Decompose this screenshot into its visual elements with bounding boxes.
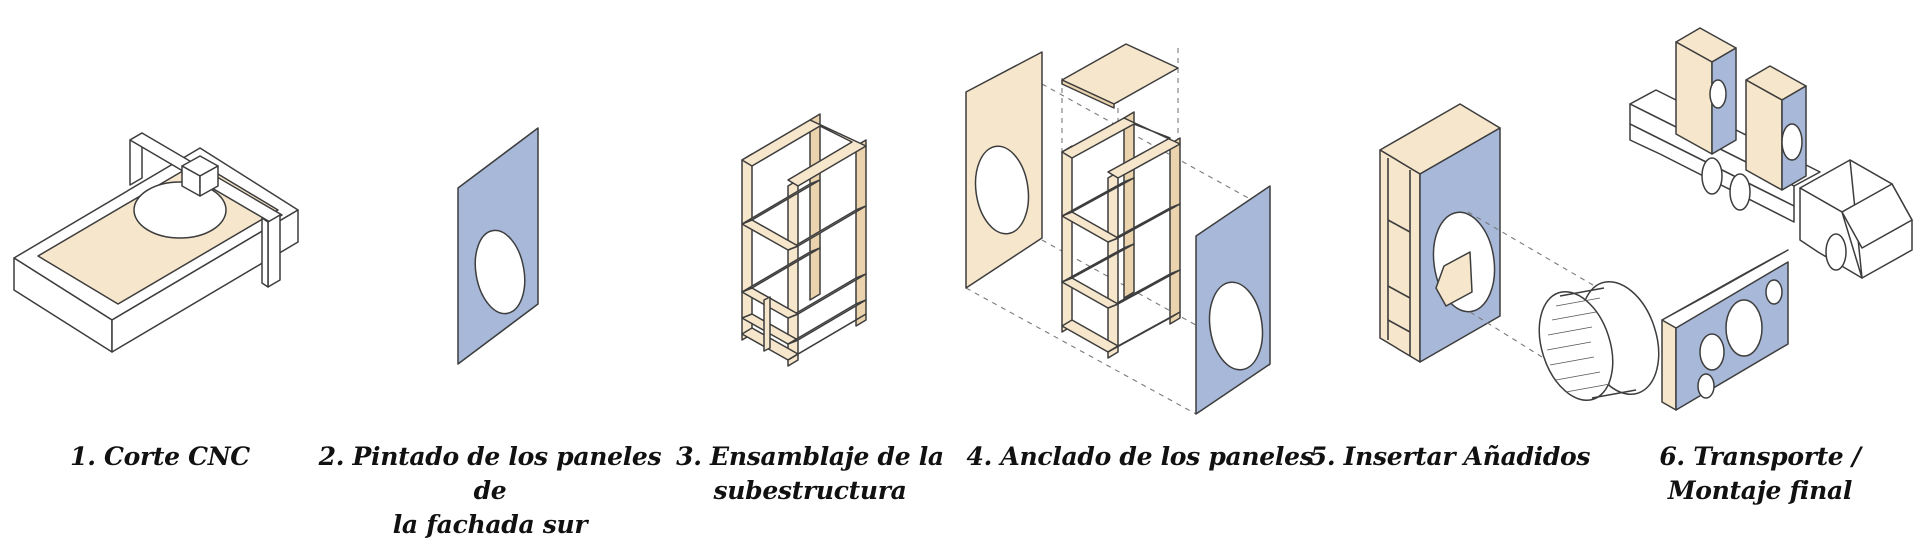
step-4-caption: 4. Anclado de los paneles bbox=[950, 440, 1330, 474]
step-1-caption-line: 1. Corte CNC bbox=[70, 442, 250, 471]
step-5-caption-line: 5. Insertar Añadidos bbox=[1309, 442, 1591, 471]
step-5-caption: 5. Insertar Añadidos bbox=[1300, 440, 1600, 474]
step-2-caption-line: la fachada sur bbox=[392, 510, 588, 539]
assembled-wall-illustration bbox=[1661, 249, 1789, 411]
step-1-caption: 1. Corte CNC bbox=[40, 440, 280, 474]
truck-wheel bbox=[1701, 157, 1723, 195]
truck-wheel bbox=[1825, 233, 1847, 271]
step-4-caption-line: 4. Anclado de los paneles bbox=[966, 442, 1314, 471]
insert-additions-illustration bbox=[1379, 103, 1660, 402]
cylindrical-insert bbox=[1538, 280, 1660, 402]
step-3-caption-line: 3. Ensamblaje de la bbox=[676, 442, 944, 471]
blue-facade-panel-illustration bbox=[457, 127, 539, 365]
timber-substructure-illustration bbox=[741, 113, 867, 367]
wood-top-panel bbox=[1061, 43, 1179, 105]
step-6-caption-line: 6. Transporte / bbox=[1659, 442, 1861, 471]
step-2-caption-line: 2. Pintado de los paneles de bbox=[318, 442, 662, 505]
process-diagram: .ln { stroke: #3d3d3d; stroke-width: 1.6… bbox=[13, 27, 1913, 415]
cut-circle bbox=[133, 181, 227, 239]
step-6-caption: 6. Transporte / Montaje final bbox=[1640, 440, 1880, 508]
cnc-machine-illustration bbox=[13, 132, 299, 353]
step-2-caption: 2. Pintado de los paneles de la fachada … bbox=[300, 440, 680, 542]
step-3-caption: 3. Ensamblaje de la subestructura bbox=[660, 440, 960, 508]
truck-wheel bbox=[1729, 173, 1751, 211]
step-3-caption-line: subestructura bbox=[713, 476, 907, 505]
step-6-caption-line: Montaje final bbox=[1667, 476, 1853, 505]
panel-anchoring-illustration bbox=[965, 43, 1271, 415]
panel-opening bbox=[474, 229, 526, 315]
transport-truck-illustration bbox=[1629, 27, 1913, 279]
